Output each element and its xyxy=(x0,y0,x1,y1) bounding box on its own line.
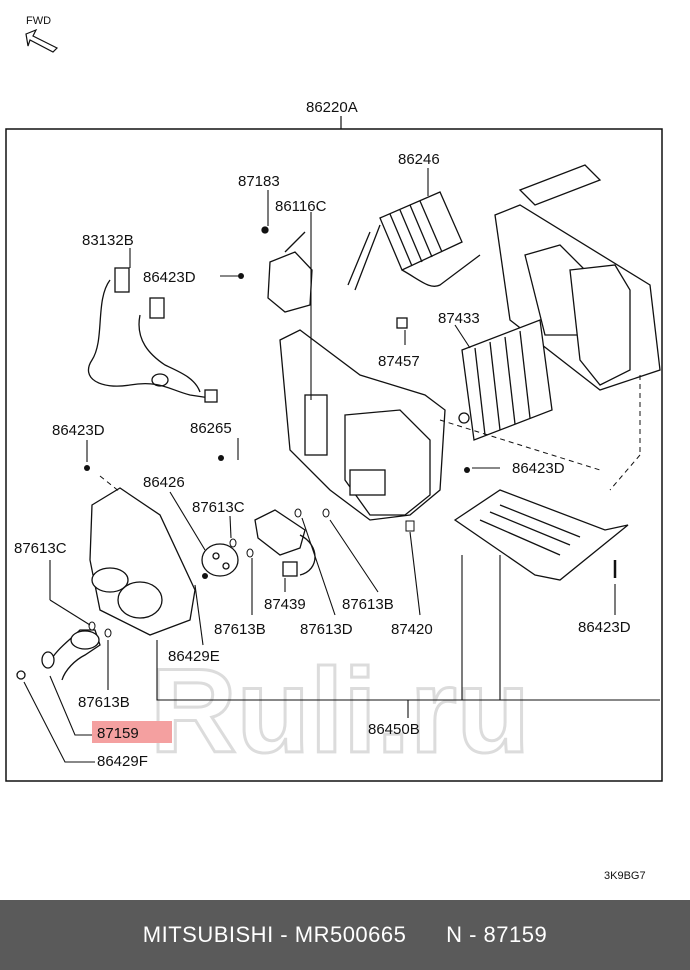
wiring-harness xyxy=(87,267,218,403)
fwd-label: FWD xyxy=(26,15,51,27)
label-87457: 87457 xyxy=(378,353,420,370)
label-86450B: 86450B xyxy=(368,721,420,738)
label-87613D: 87613D xyxy=(300,621,353,638)
assembly-frame xyxy=(5,128,663,782)
label-86246: 86246 xyxy=(398,151,440,168)
label-87159: 87159 xyxy=(97,725,139,742)
label-87433: 87433 xyxy=(438,310,480,327)
label-86429E: 86429E xyxy=(168,648,220,665)
label-87613B-a: 87613B xyxy=(342,596,394,613)
footer-brand: MITSUBISHI xyxy=(142,922,274,947)
servo-motor xyxy=(261,226,313,313)
label-83132B: 83132B xyxy=(82,232,134,249)
main-case xyxy=(279,329,446,521)
label-86423D-b: 86423D xyxy=(512,460,565,477)
fwd-arrow-icon xyxy=(25,28,59,53)
label-87613C-b: 87613C xyxy=(14,540,67,557)
leader-lines xyxy=(23,168,660,763)
drain-tray xyxy=(453,489,629,581)
heater-case xyxy=(494,204,661,391)
drawing-code: 3K9BG7 xyxy=(604,870,646,882)
label-86116C: 86116C xyxy=(275,198,327,215)
footer-part-number: MR500665 xyxy=(294,922,407,947)
label-87439: 87439 xyxy=(264,596,306,613)
blower-housing xyxy=(89,487,196,636)
label-86426: 86426 xyxy=(143,474,185,491)
air-filter xyxy=(518,164,602,206)
label-86423D-d: 86423D xyxy=(578,619,631,636)
alignment-lines xyxy=(99,375,641,493)
label-87613B-c: 87613B xyxy=(78,694,130,711)
evaporator-core xyxy=(347,191,481,329)
highlight-87159 xyxy=(92,721,172,743)
sensor-87439 xyxy=(254,509,316,577)
watermark-text: Ruli.ru xyxy=(150,644,530,778)
footer-bar: MITSUBISHI - MR500665 N - 87159 xyxy=(0,900,690,970)
heater-core xyxy=(458,319,553,441)
label-87420: 87420 xyxy=(391,621,433,638)
label-86265: 86265 xyxy=(190,420,232,437)
screws xyxy=(84,455,470,579)
label-86220A: 86220A xyxy=(306,99,358,116)
label-86429F: 86429F xyxy=(97,753,148,770)
footer-ref: N - 87159 xyxy=(446,922,548,947)
label-87183: 87183 xyxy=(238,173,280,190)
label-87613B-b: 87613B xyxy=(214,621,266,638)
actuator-86426 xyxy=(201,543,239,577)
label-86423D-c: 86423D xyxy=(52,422,105,439)
hose-87159 xyxy=(41,629,101,681)
label-87613C-a: 87613C xyxy=(192,499,245,516)
parts-diagram: Ruli.ru FWD 86220A xyxy=(5,15,663,882)
label-86423D-a: 86423D xyxy=(143,269,196,286)
o-rings xyxy=(88,508,415,638)
